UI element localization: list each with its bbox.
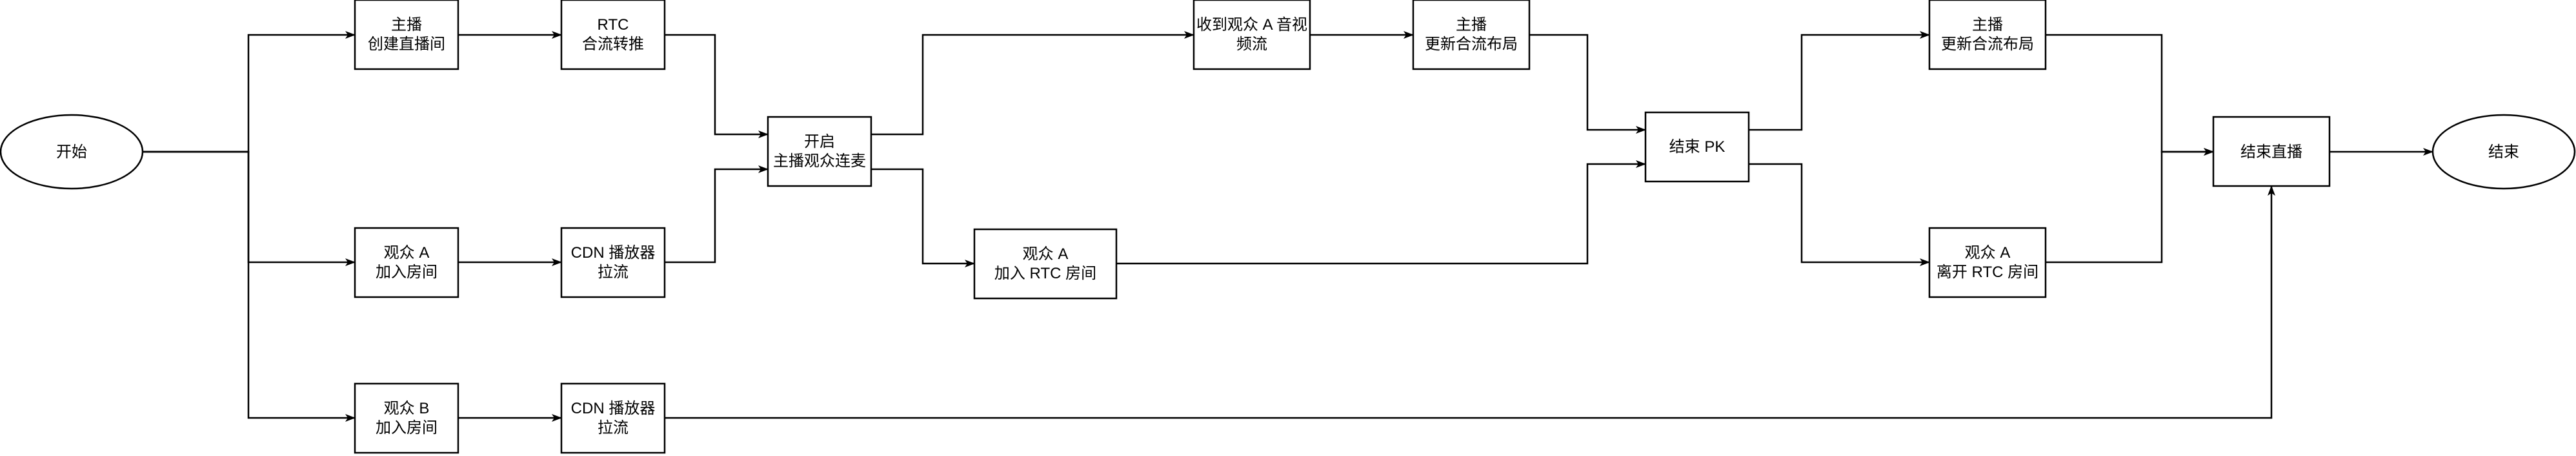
- node-host-update-1-line-1: 主播: [1456, 16, 1487, 34]
- svg-text:主播更新合流布局: 主播更新合流布局: [1425, 16, 1518, 53]
- edge-audience-a-rtc-to-end-pk: [1116, 160, 1646, 265]
- node-cdn-pull-a-line-2: 拉流: [598, 264, 629, 281]
- node-end-live-line-1: 结束直播: [2240, 143, 2302, 161]
- node-host-update-1[interactable]: 主播更新合流布局: [1412, 0, 1531, 70]
- svg-text:开始: 开始: [56, 143, 87, 161]
- svg-text:主播创建直播间: 主播创建直播间: [368, 16, 445, 53]
- edge-cdn-a-to-cohost: [665, 165, 769, 264]
- node-receive-av-line-2: 频流: [1236, 36, 1267, 53]
- node-receive-av-line-1: 收到观众 A 音视: [1196, 16, 1307, 34]
- node-host-update-2-line-2: 更新合流布局: [1941, 36, 2034, 53]
- node-audience-b-join-line-1: 观众 B: [384, 400, 430, 417]
- edge-host-update-2-to-end-live: [2046, 34, 2214, 156]
- node-audience-a-rtc-join[interactable]: 观众 A 加入 RTC 房间: [973, 228, 1118, 300]
- node-host-update-2-line-1: 主播: [1972, 16, 2003, 34]
- edge-audience-a-leave-to-end-live: [2046, 148, 2214, 264]
- node-end-live[interactable]: 结束直播: [2212, 116, 2331, 187]
- node-rtc-push-line-2: 合流转推: [582, 36, 644, 53]
- node-host-update-1-line-2: 更新合流布局: [1425, 36, 1518, 53]
- node-audience-a-leave[interactable]: 观众 A 离开 RTC 房间: [1928, 227, 2047, 298]
- node-end[interactable]: 结束: [2431, 114, 2576, 190]
- node-receive-av[interactable]: 收到观众 A 音视频流: [1192, 0, 1311, 70]
- edge-cdn-b-to-end-live: [665, 185, 2275, 419]
- node-audience-b-join-line-2: 加入房间: [376, 419, 438, 437]
- svg-text:开启主播观众连麦: 开启主播观众连麦: [773, 133, 866, 170]
- edge-cohost-to-receive-av: [871, 31, 1194, 136]
- edge-host-update-1-to-end-pk: [1529, 34, 1646, 134]
- edge-start-to-audience-b: [143, 150, 356, 422]
- edge-rtc-push-to-cohost: [665, 34, 769, 138]
- svg-text:结束 PK: 结束 PK: [1669, 138, 1726, 156]
- edge-start-to-host-create: [143, 31, 356, 153]
- node-host-create-line-1: 主播: [391, 16, 422, 34]
- svg-text:观众 A离开 RTC 房间: 观众 A 离开 RTC 房间: [1937, 244, 2038, 281]
- node-start-cohost[interactable]: 开启主播观众连麦: [767, 116, 872, 187]
- node-audience-a-leave-line-1: 观众 A: [1965, 244, 2011, 262]
- node-cdn-pull-b-line-1: CDN 播放器: [571, 400, 656, 417]
- svg-text:结束: 结束: [2488, 143, 2519, 161]
- node-start-cohost-line-1: 开启: [804, 133, 835, 150]
- node-start[interactable]: 开始: [0, 114, 144, 190]
- node-rtc-push[interactable]: RTC 合流转推: [560, 0, 666, 70]
- edges: [143, 31, 2433, 422]
- node-host-create-line-2: 创建直播间: [368, 36, 445, 53]
- node-audience-a-join-line-1: 观众 A: [384, 244, 430, 262]
- node-audience-a-join[interactable]: 观众 A 加入房间: [354, 227, 459, 298]
- node-end-pk[interactable]: 结束 PK: [1644, 111, 1750, 183]
- svg-text:主播更新合流布局: 主播更新合流布局: [1941, 16, 2034, 53]
- edge-end-pk-to-audience-a-leave: [1749, 163, 1930, 266]
- node-rtc-push-line-1: RTC: [598, 16, 629, 34]
- node-audience-a-join-line-2: 加入房间: [376, 264, 438, 281]
- node-cdn-pull-a-line-1: CDN 播放器: [571, 244, 656, 262]
- node-end-line-1: 结束: [2488, 143, 2519, 161]
- node-audience-b-join[interactable]: 观众 B 加入房间: [354, 382, 459, 454]
- node-cdn-pull-a[interactable]: CDN 播放器拉流: [560, 227, 666, 298]
- node-start-cohost-line-2: 主播观众连麦: [773, 152, 866, 170]
- node-cdn-pull-b-line-2: 拉流: [598, 419, 629, 437]
- edge-end-pk-to-host-update-2: [1749, 31, 1930, 131]
- edge-cohost-to-audience-a-rtc: [871, 168, 975, 267]
- node-audience-a-rtc-join-line-2: 加入 RTC 房间: [994, 265, 1096, 282]
- node-audience-a-leave-line-2: 离开 RTC 房间: [1937, 264, 2038, 281]
- node-host-update-2[interactable]: 主播更新合流布局: [1928, 0, 2047, 70]
- node-audience-a-rtc-join-line-1: 观众 A: [1023, 245, 1069, 263]
- node-start-line-1: 开始: [56, 143, 87, 161]
- node-end-pk-line-1: 结束 PK: [1669, 138, 1726, 156]
- svg-text:观众 A加入 RTC 房间: 观众 A 加入 RTC 房间: [994, 245, 1096, 282]
- node-cdn-pull-b[interactable]: CDN 播放器拉流: [560, 382, 666, 454]
- svg-text:收到观众 A 音视频流: 收到观众 A 音视频流: [1196, 16, 1307, 53]
- svg-text:CDN 播放器拉流: CDN 播放器拉流: [571, 400, 656, 437]
- node-host-create[interactable]: 主播创建直播间: [354, 0, 459, 70]
- svg-text:结束直播: 结束直播: [2240, 143, 2302, 161]
- svg-text:CDN 播放器拉流: CDN 播放器拉流: [571, 244, 656, 281]
